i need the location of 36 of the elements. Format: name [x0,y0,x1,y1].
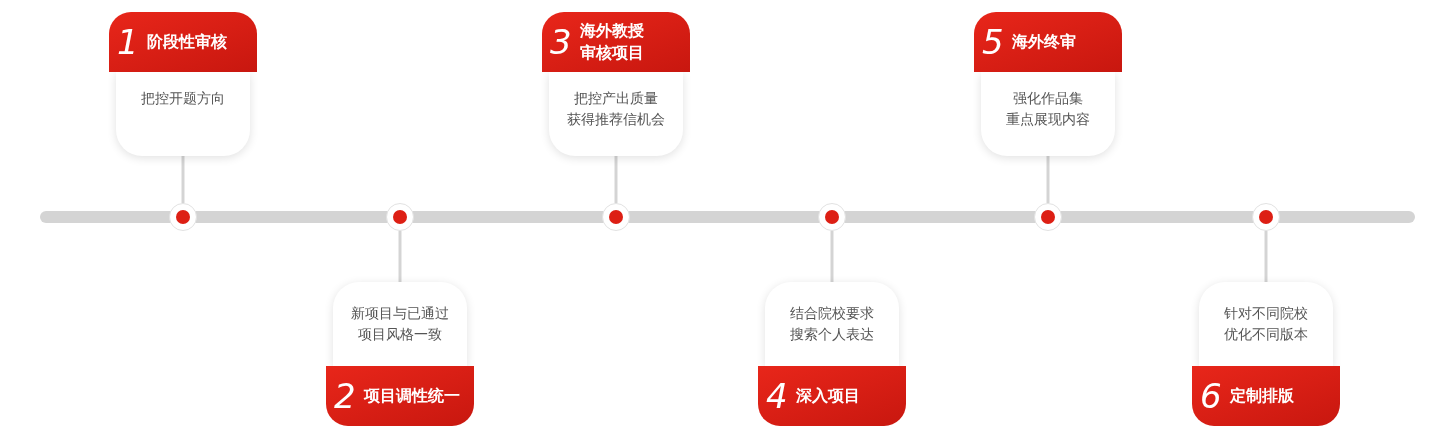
step-title: 定制排版 [1229,385,1294,407]
step-card [109,12,257,156]
step-description: 结合院校要求搜索个人表达 [790,304,874,344]
step-card [326,282,474,426]
timeline-dot [818,203,846,231]
connector-stem [830,231,834,282]
connector-stem [1046,156,1050,203]
step-title: 海外终审 [1011,31,1076,53]
step-number: 3 [550,25,572,59]
connector-stem [181,156,185,203]
step-title: 项目调性统一 [363,385,460,407]
step-card [542,12,690,156]
step-description: 针对不同院校优化不同版本 [1224,304,1308,344]
timeline-dot [1252,203,1280,231]
step-number: 6 [1200,379,1222,413]
step-card [1192,282,1340,426]
step-description: 强化作品集重点展现内容 [1006,90,1090,127]
step-description: 新项目与已通过项目风格一致 [351,304,449,344]
timeline-dot [602,203,630,231]
timeline-dot [1034,203,1062,231]
timeline-dot [169,203,197,231]
step-number: 2 [334,379,356,413]
step-card [758,282,906,426]
connector-stem [398,231,402,282]
step-title: 深入项目 [795,385,860,407]
step-number: 4 [766,379,788,413]
step-title: 海外教授审核项目 [579,20,644,64]
step-card [974,12,1122,156]
step-description: 把控产出质量获得推荐信机会 [567,90,665,127]
step-description: 把控开题方向 [141,90,225,106]
step-number: 5 [982,25,1004,59]
connector-stem [614,156,618,203]
timeline-dot [386,203,414,231]
step-number: 1 [117,25,139,59]
connector-stem [1264,231,1268,282]
step-title: 阶段性审核 [146,31,227,53]
